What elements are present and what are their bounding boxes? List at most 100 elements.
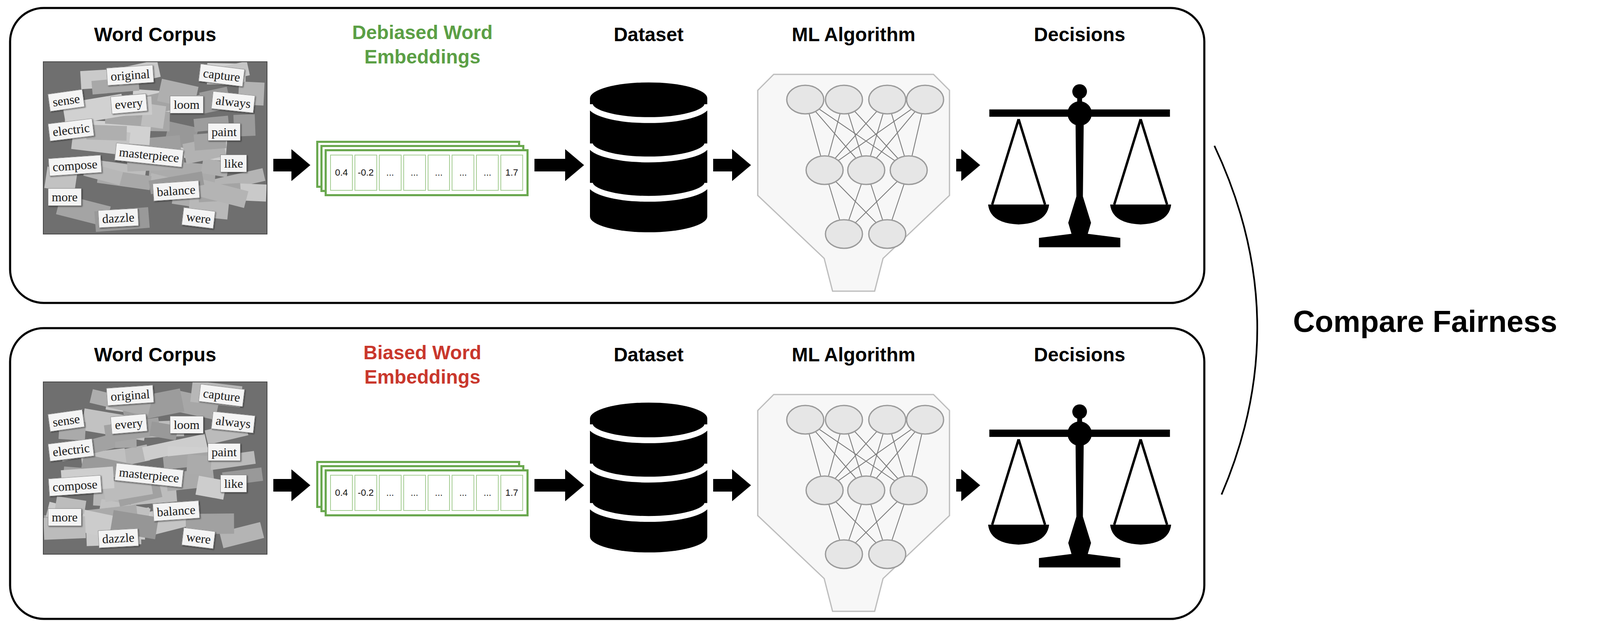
collage-texture [114,425,137,449]
network-neuron [868,85,906,114]
corpus-word: original [106,385,155,407]
network-link [866,99,888,171]
network-neuron [825,85,863,114]
compare-label: Compare Fairness [1293,303,1558,340]
collage-texture [149,421,178,441]
network-neuron [847,476,885,506]
embedding-vectors: 0.4-0.2...............1.7 [316,140,529,201]
network-link [843,420,867,491]
network-link [824,99,844,171]
flow-arrow [713,158,733,172]
scale-knob [1072,84,1087,99]
corpus-word: masterpiece [114,463,184,489]
database-stripe [589,182,708,199]
decisions-scale: Decisions [986,343,1174,571]
network-neuron [806,476,844,506]
collage-texture [115,62,161,86]
card-back-layer [316,140,529,201]
collage-texture [102,475,154,503]
vector-value: ... [476,154,499,191]
collage-texture-layer [43,62,267,234]
vector-value: ... [451,475,475,512]
vector-value: -0.2 [354,154,378,191]
corpus-word: paint [207,443,241,462]
vector-value: ... [427,475,451,512]
vector-value: 0.4 [330,475,353,512]
network-link [887,99,909,171]
network-link [866,420,888,491]
network-link [866,170,888,235]
corpus-word: every [110,413,148,435]
database-stripe [589,424,708,441]
collage-texture [121,420,184,440]
flow-arrow [273,479,292,492]
collage-texture [132,87,186,119]
collage-texture [83,162,123,186]
scale-string [1018,119,1045,205]
vector-value: ... [378,154,402,191]
corpus-word: compose [48,475,102,498]
collage-texture [198,183,242,203]
vector-value: ... [451,154,475,191]
network-neuron [890,476,928,506]
network-neuron [906,85,944,114]
network-link [843,420,909,491]
collage-texture [200,158,230,178]
compare-bracket [1214,145,1258,495]
scale-pan [988,525,1050,545]
network-link [805,420,909,491]
network-link [824,420,844,491]
network-link [805,99,825,171]
collage-texture [115,476,163,508]
collage-texture [195,476,227,500]
collage-texture [114,101,156,133]
collage-texture [206,63,246,86]
collage-texture [71,126,131,157]
network-link [824,99,926,171]
column-heading: Word Corpus [42,22,268,48]
collage-texture [96,123,151,146]
database-stripe [589,503,708,520]
collage-texture [44,166,78,193]
scale-pan [1110,204,1172,225]
network-neuron [890,156,928,185]
panel-frame [10,328,1205,620]
collage-texture [89,389,151,417]
embedding-stack: Debiased Word Embeddings0.4-0.2.........… [316,20,529,201]
word-collage: originalcapturesenseeveryloomalwayselect… [42,61,268,235]
collage-texture [55,496,87,515]
corpus-word: like [220,154,247,173]
collage-texture [80,448,127,472]
network-link [866,420,926,491]
flow-arrow [956,479,962,492]
corpus-word: sense [47,409,85,432]
collage-texture [182,136,227,165]
scale-knob [1072,404,1087,420]
scale-joint [1067,101,1092,126]
collage-texture [185,513,235,535]
network-link [887,490,909,555]
network-link [908,420,926,491]
collage-texture [222,62,250,81]
flow-arrow [534,479,566,492]
network-neuron [825,405,863,435]
scale-string [1140,439,1168,526]
scale-string [1114,119,1141,205]
collage-texture [129,482,178,506]
collage-texture [140,103,167,129]
vector-card: 0.4-0.2...............1.7 [324,469,529,517]
network-link [887,420,909,491]
network-link [843,490,867,555]
collage-texture [84,158,147,184]
network-link [887,170,909,235]
corpus-word: more [47,188,82,207]
dataset-icon-drawing [589,401,708,553]
scale-string [1114,439,1141,526]
corpus-word: capture [198,384,246,408]
scale-string [992,119,1019,205]
word-corpus: Word Corpusoriginalcapturesenseeveryloom… [42,343,268,556]
column-heading: Decisions [986,343,1174,368]
collage-texture [175,92,218,114]
vector-card-back [317,142,520,188]
